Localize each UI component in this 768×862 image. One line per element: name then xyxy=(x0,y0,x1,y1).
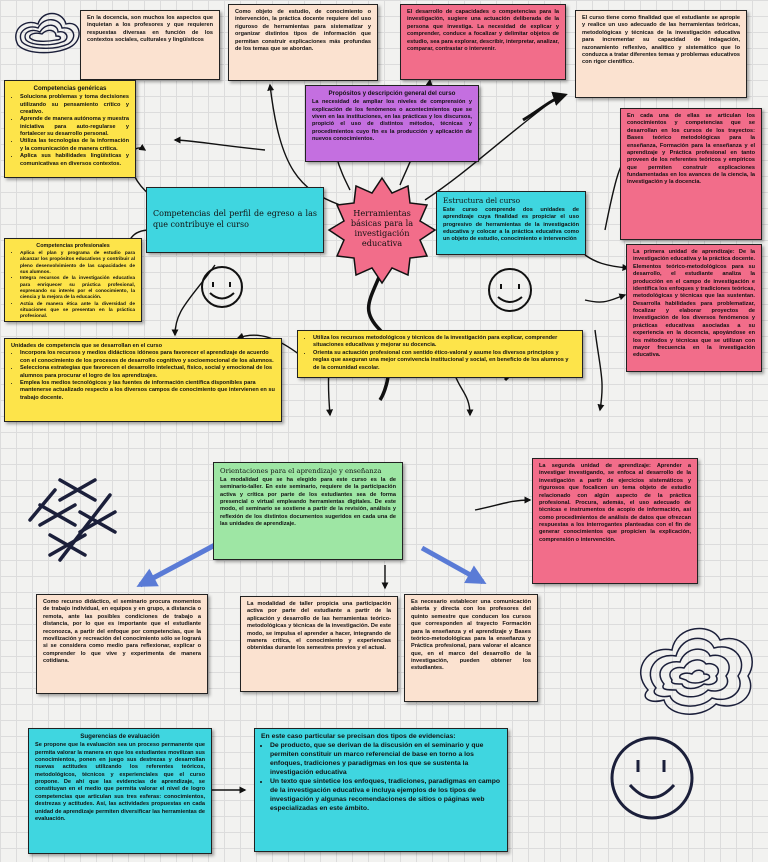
arrow-icon xyxy=(118,78,634,794)
docencia-box: En la docencia, son muchos los aspectos … xyxy=(80,10,220,80)
propositos-text: La necesidad de ampliar los niveles de c… xyxy=(312,99,472,143)
competencias-profesionales-box: Competencias profesionales Aplica el pla… xyxy=(4,238,142,322)
modalidad-taller-box: La modalidad de taller propicia una part… xyxy=(240,596,398,692)
unidades-item: Selecciona estrategias que favorecen el … xyxy=(20,365,275,380)
propositos-title: Propósitos y descripción general del cur… xyxy=(328,90,456,97)
genericas-item: Soluciona problemas y toma decisiones ut… xyxy=(20,94,129,116)
orientaciones-box: Orientaciones para el aprendizaje y ense… xyxy=(213,462,403,560)
articulan-text: En cada una de ellas se articulan los co… xyxy=(627,113,755,186)
sugerencias-title: Sugerencias de evaluación xyxy=(80,733,160,740)
genericas-item: Aplica sus habilidades lingüísticas y co… xyxy=(20,153,129,168)
evidencias-box: En este caso particular se precisan dos … xyxy=(254,728,508,852)
orientaciones-title: Orientaciones para el aprendizaje y ense… xyxy=(220,467,382,475)
evidencias-item: De producto, que se derivan de la discus… xyxy=(270,742,501,778)
genericas-item: Aprende de manera autónoma y muestra ini… xyxy=(20,116,129,138)
unidades-item: Emplea los medios tecnológicos y las fue… xyxy=(20,380,275,402)
comunicacion-box: Es necesario establecer una comunicación… xyxy=(404,594,538,702)
smiley-icon xyxy=(488,268,532,312)
articulan-box: En cada una de ellas se articulan los co… xyxy=(620,108,762,240)
sugerencias-text: Se propone que la evaluación sea un proc… xyxy=(35,742,205,822)
recurso-didactico-text: Como recurso didáctico, el seminario pro… xyxy=(43,599,201,664)
unidades-item: Incorpora los recursos y medios didáctic… xyxy=(20,350,275,365)
comunicacion-text: Es necesario establecer una comunicación… xyxy=(411,599,531,672)
estructura-title: Estructura del curso xyxy=(443,196,521,205)
cross-hatch-icon xyxy=(28,478,117,562)
objeto-estudio-box: Como objeto de estudio, de conocimiento … xyxy=(228,4,378,81)
utiliza-box: Utiliza los recursos metodológicos y téc… xyxy=(297,330,583,378)
genericas-item: Utiliza las tecnologías de la informació… xyxy=(20,138,129,153)
recurso-didactico-box: Como recurso didáctico, el seminario pro… xyxy=(36,594,208,694)
smiley-icon xyxy=(610,736,694,820)
estructura-box: Estructura del curso Este curso comprend… xyxy=(436,191,586,255)
primera-unidad-box: La primera unidad de aprendizaje: De la … xyxy=(626,244,762,372)
propositos-box: Propósitos y descripción general del cur… xyxy=(305,85,479,162)
desarrollo-capacidades-text: El desarrollo de capacidades o competenc… xyxy=(407,9,559,52)
smiley-icon xyxy=(201,266,243,308)
perfil-egreso-box: Competencias del perfil de egreso a las … xyxy=(146,187,324,253)
profesionales-item: Aplica el plan y programa de estudio par… xyxy=(20,251,135,276)
primera-unidad-text: La primera unidad de aprendizaje: De la … xyxy=(633,249,755,359)
profesionales-item: Integra recursos de la investigación edu… xyxy=(20,276,135,301)
cloud-scribble-icon xyxy=(639,627,753,715)
center-title: Herramientas básicas para la investigaci… xyxy=(350,207,414,249)
finalidad-curso-box: El curso tiene como finalidad que el est… xyxy=(575,10,747,98)
estructura-text: Este curso comprende dos unidades de apr… xyxy=(443,206,579,243)
finalidad-curso-text: El curso tiene como finalidad que el est… xyxy=(582,15,740,66)
utiliza-item: Orienta su actuación profesional con sen… xyxy=(313,350,576,372)
center-starburst xyxy=(327,176,437,285)
segunda-unidad-box: La segunda unidad de aprendizaje: Aprend… xyxy=(532,458,698,584)
profesionales-title: Competencias profesionales xyxy=(36,243,110,249)
objeto-estudio-text: Como objeto de estudio, de conocimiento … xyxy=(235,9,371,52)
genericas-title: Competencias genéricas xyxy=(33,85,107,92)
arrow-icon xyxy=(136,542,487,588)
cloud-scribble-icon xyxy=(15,12,80,54)
unidades-competencia-box: Unidades de competencia que se desarroll… xyxy=(4,338,282,422)
desarrollo-capacidades-box: El desarrollo de capacidades o competenc… xyxy=(400,4,566,80)
docencia-text: En la docencia, son muchos los aspectos … xyxy=(87,15,213,44)
orientaciones-text: La modalidad que se ha elegido para este… xyxy=(220,476,396,528)
modalidad-taller-text: La modalidad de taller propicia una part… xyxy=(247,601,391,652)
competencias-genericas-box: Competencias genéricas Soluciona problem… xyxy=(4,80,136,178)
perfil-egreso-text: Competencias del perfil de egreso a las … xyxy=(153,209,317,229)
evidencias-item: Un texto que sintetice los enfoques, tra… xyxy=(270,778,501,814)
sugerencias-box: Sugerencias de evaluación Se propone que… xyxy=(28,728,212,854)
unidades-title: Unidades de competencia que se desarroll… xyxy=(11,343,163,349)
segunda-unidad-text: La segunda unidad de aprendizaje: Aprend… xyxy=(539,463,691,543)
profesionales-item: Actúa de manera ética ante la diversidad… xyxy=(20,302,135,321)
utiliza-item: Utiliza los recursos metodológicos y téc… xyxy=(313,335,576,350)
evidencias-title: En este caso particular se precisan dos … xyxy=(261,733,456,740)
